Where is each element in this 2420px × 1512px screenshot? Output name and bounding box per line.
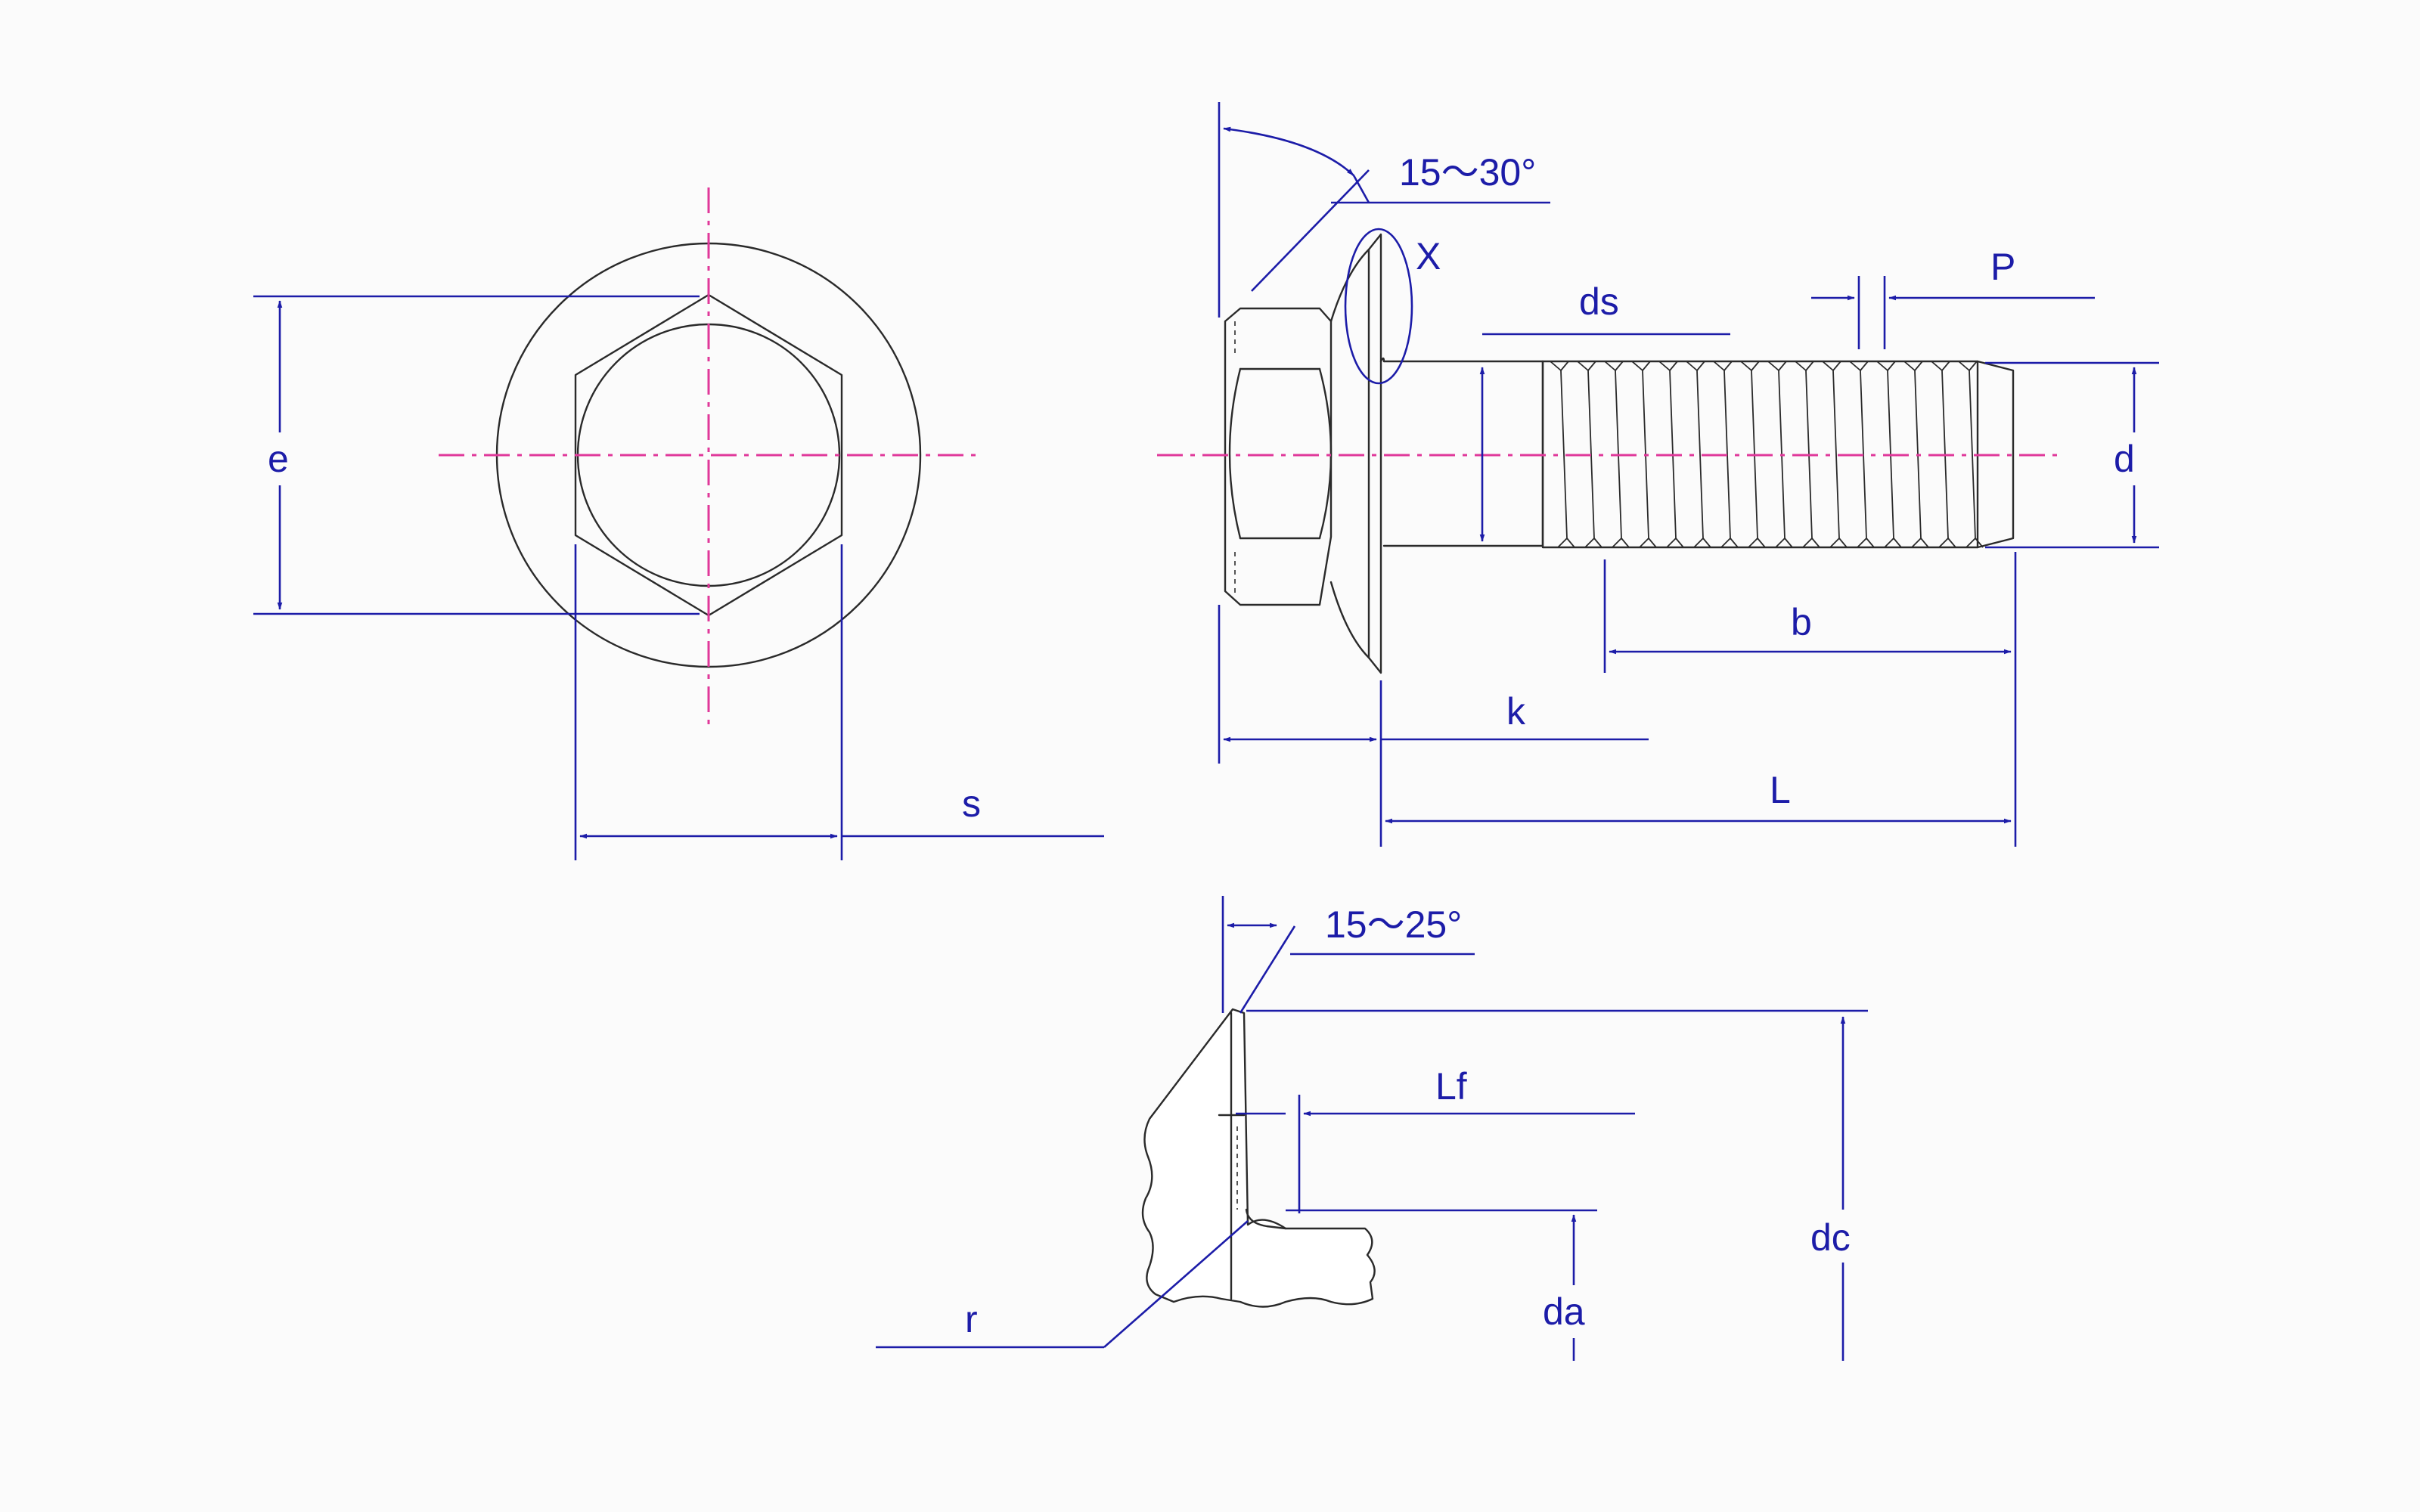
dc-label-backdrop <box>1804 1210 1879 1263</box>
thread-flank <box>1550 361 1568 548</box>
p-label: P <box>1990 246 2015 288</box>
thread-crest <box>1587 361 1602 548</box>
angle-arc-tail <box>1352 175 1370 203</box>
thread-crest <box>1805 361 1820 548</box>
thread-crest <box>1669 361 1684 548</box>
r-leader-diagonal <box>1103 1220 1249 1348</box>
thread-crest <box>1887 361 1902 548</box>
thread-flanks <box>1550 361 1984 548</box>
end-view: e s <box>250 187 1104 860</box>
angle-chamfer-line <box>1251 169 1370 292</box>
detail-angle-label: 15～25° <box>1325 903 1462 946</box>
thread-crest <box>1751 361 1766 548</box>
thread-crest <box>1696 361 1711 548</box>
e-label-backdrop <box>250 432 310 485</box>
ds-label: ds <box>1579 280 1619 323</box>
bolt-shank <box>1382 360 1544 547</box>
thread-crest <box>1860 361 1875 548</box>
thread-crest <box>1615 361 1630 548</box>
da-label: da <box>1543 1290 1585 1333</box>
d-label-backdrop <box>2102 432 2163 485</box>
angle-head-label: 15～30° <box>1399 151 1536 194</box>
side-view: X 15～30° ds P d b k <box>1157 102 2163 847</box>
r-label: r <box>965 1298 978 1340</box>
detail-x-label: X <box>1416 235 1441 277</box>
dc-label: dc <box>1810 1216 1851 1259</box>
thread-chamfer <box>1976 360 2015 549</box>
hex-face-arc-right <box>1318 367 1333 540</box>
detail-section-outline <box>1141 1008 1376 1308</box>
thread-crest <box>1642 361 1657 548</box>
flange-shank-fillet <box>1379 357 1385 363</box>
thread-crest <box>1832 361 1848 548</box>
thread-flank <box>1686 361 1704 548</box>
b-label: b <box>1791 601 1812 643</box>
hex-face-arc-left <box>1228 367 1242 540</box>
thread-crest <box>1723 361 1739 548</box>
hexagon-inscribed-circle <box>576 323 841 587</box>
angle-arc-head <box>1223 126 1354 176</box>
thread-crest <box>1969 361 1984 548</box>
e-label: e <box>268 438 289 480</box>
detail-angle-line <box>1239 925 1296 1014</box>
hex-head-side <box>1224 307 1333 606</box>
flange-side <box>1329 233 1382 674</box>
thread-crest <box>1914 361 1929 548</box>
thread-crest <box>1941 361 1956 548</box>
detail-x-circle <box>1344 228 1413 385</box>
s-label: s <box>962 782 981 825</box>
thread-crest <box>1778 361 1793 548</box>
lf-label: Lf <box>1435 1065 1467 1108</box>
d-label: d <box>2114 438 2135 480</box>
k-label: k <box>1506 690 1526 733</box>
da-label-backdrop <box>1535 1285 1611 1338</box>
detail-fillet <box>1245 1208 1287 1230</box>
thread-flank <box>1958 361 1976 548</box>
thread-flank <box>1822 361 1840 548</box>
detail-x-view: 15～25° dc Lf da r <box>876 896 1879 1361</box>
thread-crest <box>1560 361 1575 548</box>
l-label: L <box>1770 769 1791 811</box>
